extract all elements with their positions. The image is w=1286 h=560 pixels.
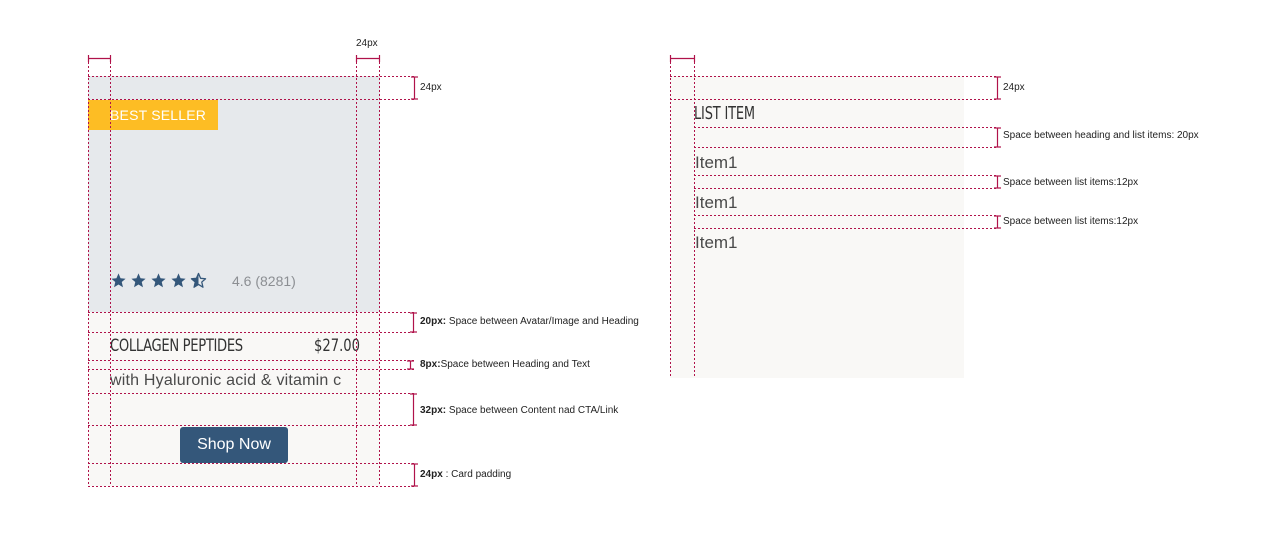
spec-label-heading-list-space: Space between heading and list items: 20… [1003,130,1199,141]
shop-now-button[interactable]: Shop Now [180,427,288,463]
star-icon [171,272,186,287]
list-heading: LIST ITEM [694,103,755,124]
card-text: with Hyaluronic acid & vitamin c [110,372,342,389]
spec-label-card-padding: 24px : Card padding [420,469,512,480]
card-price: $27.00 [314,336,361,356]
star-icon [151,272,166,287]
rating-stars [110,270,207,290]
spec-label-list-space: Space between list items:12px [1003,216,1139,227]
list-card [670,76,964,378]
spec-label-list-space: Space between list items:12px [1003,177,1139,188]
spec-label-content-cta: 32px: Space between Content nad CTA/Link [420,405,619,416]
list-item: Item1 [695,153,738,172]
list-item: Item1 [695,193,738,212]
best-seller-badge: BEST SELLER [88,100,218,130]
spec-label-heading-text: 8px:Space between Heading and Text [420,359,590,370]
spec-label-top-right-padding: 24px [356,38,378,49]
star-half-icon [190,272,207,288]
star-icon [111,272,126,287]
rating-text: 4.6 (8281) [232,273,296,289]
card-heading: COLLAGEN PEPTIDES [110,336,243,356]
spec-label-list-top-padding: 24px [1003,82,1025,93]
star-icon [131,272,146,287]
list-item: Item1 [695,233,738,252]
spec-label-image-heading: 20px: Space between Avatar/Image and Hea… [420,316,639,327]
spec-label-card-top-padding: 24px [420,82,442,93]
